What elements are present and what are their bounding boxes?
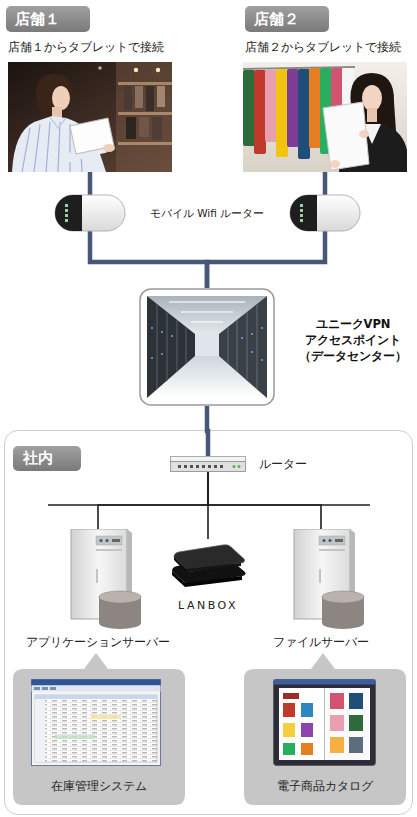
server-image [46, 529, 150, 629]
server-label: アプリケーションサーバー [16, 635, 180, 649]
store-photo [8, 62, 172, 172]
store-photo [8, 62, 172, 172]
catalog-screen [274, 680, 376, 766]
store-photo [243, 62, 407, 172]
callout-shape [244, 653, 406, 805]
router-device: ルーター [170, 456, 246, 472]
datacenter-image [140, 289, 274, 405]
store-tab: 店舗２ [245, 6, 329, 32]
datacenter-label: ユニークVPN アクセスポイント （データセンター） [297, 316, 409, 364]
lan-cable [208, 472, 321, 529]
inventory-screen [31, 679, 161, 766]
store-caption: 店舗２からタブレットで接続 [245, 40, 411, 54]
panel-label: 在庫管理システム [13, 779, 185, 793]
lanbox-label: LANBOX [158, 599, 258, 613]
store-box: 店舗１ 店舗１からタブレットで接続 [6, 6, 174, 172]
server-label: ファイルサーバー [249, 635, 393, 649]
mobile-router-symbol [290, 195, 360, 231]
app-callout-panel: 在庫管理システム [13, 669, 185, 805]
catalog-callout-panel: 電子商品カタログ [244, 669, 406, 805]
panel-label: 電子商品カタログ [244, 779, 406, 793]
vpn-line [207, 406, 208, 456]
router-label: ルーター [259, 456, 329, 472]
mobile-router-symbol [55, 195, 125, 231]
inventory-screen [32, 680, 161, 766]
lanbox-device: LANBOX [168, 539, 248, 591]
catalog-screen [273, 679, 376, 766]
lanbox-image [168, 539, 248, 591]
file-server: ファイルサーバー [269, 529, 373, 629]
router-image [170, 456, 246, 472]
router-caption: モバイル Wifi ルーター [137, 206, 277, 220]
lanbox-image [172, 545, 246, 587]
store-caption: 店舗１からタブレットで接続 [8, 40, 174, 54]
app-server: アプリケーションサーバー [46, 529, 150, 629]
lan-cable [98, 472, 208, 529]
datacenter-box: ユニークVPN アクセスポイント （データセンター） [139, 288, 275, 406]
vpn-line [207, 172, 325, 288]
connector-group [90, 172, 325, 539]
store-tab: 店舗１ [6, 6, 90, 32]
callout-shape [13, 653, 185, 805]
server-image [294, 529, 364, 629]
office-tab: 社内 [13, 446, 81, 471]
datacenter-image [139, 288, 275, 406]
router-image [171, 457, 246, 472]
store-photo [243, 62, 407, 172]
server-image [71, 529, 141, 629]
store-box: 店舗２店舗２からタブレットで接続 [243, 6, 407, 172]
server-image [269, 529, 373, 629]
